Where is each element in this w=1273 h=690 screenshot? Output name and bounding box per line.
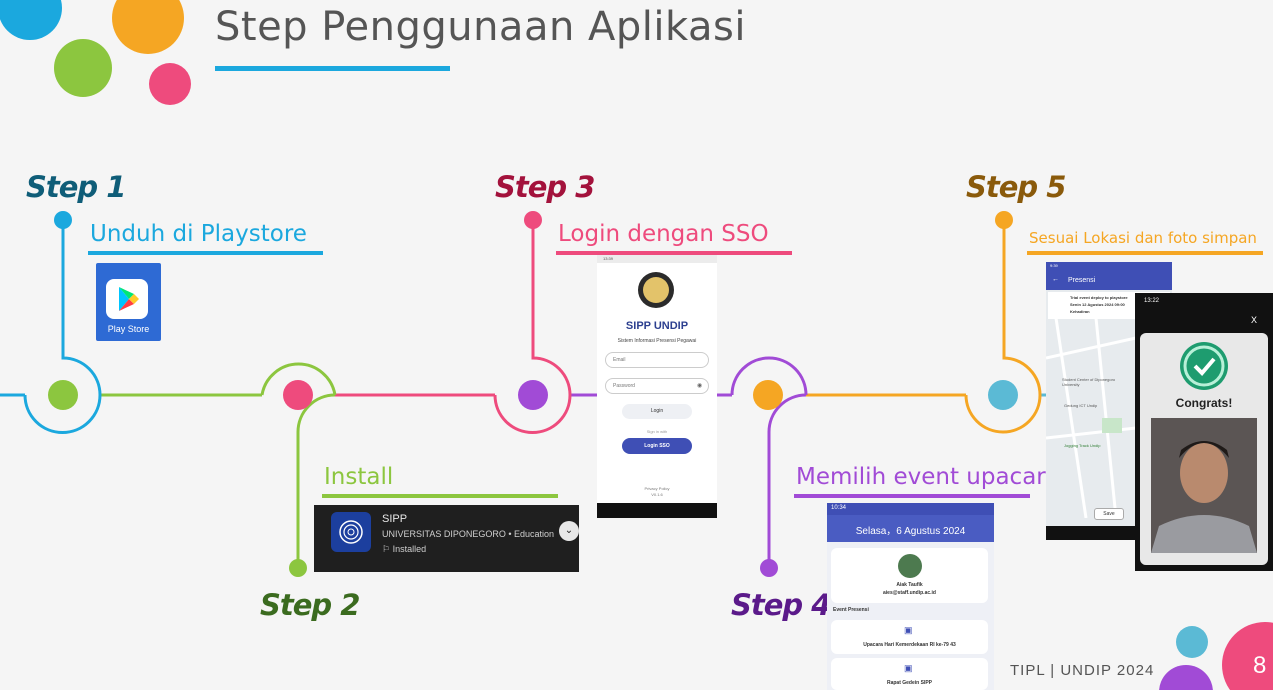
chevron-down-icon[interactable]: ⌄ xyxy=(559,521,579,541)
sipp-app-icon xyxy=(331,512,371,552)
congrats-message: Congrats! xyxy=(1175,396,1233,410)
event-item[interactable] xyxy=(831,620,988,654)
step-5-underline xyxy=(1027,251,1263,255)
sign-in-with-text: Sign in with xyxy=(646,429,668,434)
avatar xyxy=(898,554,922,578)
step-1-underline xyxy=(88,251,323,255)
event-section-title: Event Presensi xyxy=(833,607,869,613)
event-item[interactable] xyxy=(831,658,988,690)
map-status-time: 9:39 xyxy=(1050,263,1058,268)
step-3-task: Login dengan SSO xyxy=(558,221,769,247)
calendar-icon: ▣ xyxy=(904,625,913,635)
event-header xyxy=(827,515,994,542)
map-place: Jogging Track Undip xyxy=(1064,443,1101,448)
step-1-task: Unduh di Playstore xyxy=(90,221,307,247)
user-name: Aiak Taufik xyxy=(896,582,923,588)
decorative-circles-top xyxy=(0,0,191,105)
title-underline xyxy=(215,66,450,71)
map-header xyxy=(1046,262,1172,290)
playstore-icon xyxy=(106,279,148,319)
install-app-name: SIPP xyxy=(382,513,408,525)
login-subtitle: Sistem Informasi Presensi Pegawai xyxy=(617,338,697,344)
step-4-task: Memilih event upacara xyxy=(796,464,1060,490)
map-header-title: Presensi xyxy=(1068,277,1096,284)
login-app-title: SIPP UNDIP xyxy=(625,320,689,332)
step-1-label: Step 1 xyxy=(26,170,126,204)
map-place: Student Center of Diponegoro University xyxy=(1062,377,1116,387)
decorative-circles-bottom xyxy=(1159,622,1273,690)
step-3-underline xyxy=(556,251,792,255)
check-icon xyxy=(1180,342,1228,390)
step-3-label: Step 3 xyxy=(495,170,595,204)
login-status-time: 13:39 xyxy=(603,256,614,261)
eye-icon[interactable]: ◉ xyxy=(697,383,703,389)
install-state: ⚐ Installed xyxy=(382,544,427,554)
map-roads xyxy=(1046,318,1136,518)
congrats-status-time: 13:22 xyxy=(1144,298,1160,304)
step-5-label: Step 5 xyxy=(966,170,1066,204)
calendar-icon: ▣ xyxy=(904,663,913,673)
step-5-task: Sesuai Lokasi dan foto simpan xyxy=(1029,229,1257,247)
login-nav-bar xyxy=(597,503,717,518)
step-2-underline xyxy=(322,494,558,498)
step-4-underline xyxy=(794,494,1030,498)
undip-logo-emblem xyxy=(643,277,669,303)
event-item-label: Upacara Hari Kemerdekaan RI ke-79 43 xyxy=(863,642,956,648)
event-status-time: 10:34 xyxy=(831,505,847,511)
user-email: aies@staff.undip.ac.id xyxy=(883,590,936,596)
playstore-label: Play Store xyxy=(107,324,150,334)
email-field[interactable]: Email xyxy=(605,352,709,368)
step-4-label: Step 4 xyxy=(731,588,831,622)
close-icon[interactable]: X xyxy=(1251,315,1258,325)
event-item-label: Rapat Gedein SIPP xyxy=(886,680,932,686)
page-number: 8 xyxy=(1253,652,1267,679)
login-sso-button[interactable]: Login SSO xyxy=(622,438,692,454)
event-date: Selasa，6 Agustus 2024 xyxy=(855,526,966,537)
login-button[interactable]: Login xyxy=(622,404,692,419)
app-version: V0.1.6 xyxy=(651,492,663,497)
map-notice-text: Trial event deploy to playstore Senin 12… xyxy=(1070,295,1128,314)
install-developer: UNIVERSITAS DIPONEGORO • Education xyxy=(382,529,555,539)
selfie-photo xyxy=(1151,418,1257,553)
step-2-task: Install xyxy=(324,464,394,490)
footer-text: TIPL | UNDIP 2024 xyxy=(1010,662,1155,679)
page-title: Step Penggunaan Aplikasi xyxy=(215,4,746,50)
password-field[interactable]: Password xyxy=(605,378,709,394)
login-status-bar xyxy=(597,255,717,263)
step-2-label: Step 2 xyxy=(260,588,360,622)
event-status-bar xyxy=(827,503,994,515)
privacy-policy-link[interactable]: Privacy Policy xyxy=(644,486,670,491)
back-arrow-icon[interactable]: ← xyxy=(1052,276,1059,283)
save-button[interactable]: Save xyxy=(1094,508,1124,520)
installed-check-icon: ⚐ xyxy=(382,544,393,554)
map-place: Gedung ICT Undip xyxy=(1064,403,1098,408)
